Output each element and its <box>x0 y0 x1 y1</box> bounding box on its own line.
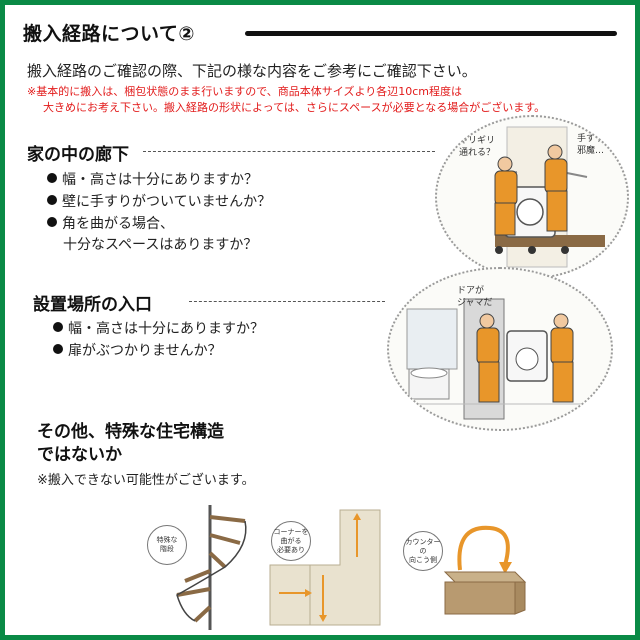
special-stairs-badge: 特殊な階段 <box>147 525 187 565</box>
hallway-item-1: 幅・高さは十分にありますか？ <box>47 169 258 189</box>
section-entrance-title: 設置場所の入口 <box>33 295 152 315</box>
hallway-illus-note-3: 手すりが <box>577 134 614 144</box>
section-other-title-line-2: ではないか <box>37 445 122 465</box>
hallway-item-3-text: 角を曲がる場合、 <box>62 216 174 232</box>
hallway-illus-note-2: 通れる？ <box>459 148 496 158</box>
hallway-illus-note-1: ギリギリ <box>459 136 496 146</box>
corner-badge: コーナーを曲がる必要あり <box>271 521 311 561</box>
hallway-illustration: ギリギリ 通れる？ 手すりが 邪魔… <box>435 115 629 279</box>
entrance-item-1-text: 幅・高さは十分にありますか？ <box>68 321 264 337</box>
corner-badge-line-2: 曲がる <box>280 536 302 545</box>
special-stairs-badge-line-2: 階段 <box>160 545 174 553</box>
section-other-note: ※搬入できない可能性がございます。 <box>37 473 255 488</box>
entrance-illustration-svg <box>389 298 611 420</box>
hallway-illustration-svg <box>494 126 605 268</box>
entrance-illus-note-1: ドアが <box>457 286 485 296</box>
bullet-dot <box>53 344 63 354</box>
special-stairs-badge-line-1: 特殊な <box>156 536 178 544</box>
intro-text: 搬入経路のご確認の際、下記の様な内容をご参考にご確認下さい。 <box>27 62 477 80</box>
page-title: 搬入経路について② <box>23 23 196 45</box>
section-other-title-line-1: その他、特殊な住宅構造 <box>37 422 224 442</box>
title-rule <box>245 31 617 36</box>
entrance-illustration: ドアが ジャマだ <box>387 267 613 431</box>
counter-badge-line-1: カウンターの <box>405 537 441 555</box>
corner-badge-line-3: 必要あり <box>277 545 305 554</box>
hallway-item-1-text: 幅・高さは十分にありますか？ <box>62 172 258 188</box>
section-hallway-divider <box>143 151 435 152</box>
bullet-dot <box>47 173 57 183</box>
counter-badge: カウンターの向こう側 <box>403 531 443 571</box>
spiral-stairs-illustration <box>176 505 247 630</box>
corner-path-illustration <box>269 509 381 626</box>
bullet-dot <box>53 322 63 332</box>
hallway-item-3-continuation: 十分なスペースはありますか？ <box>63 237 258 253</box>
counter-badge-line-2: 向こう側 <box>409 555 437 564</box>
bullet-dot <box>47 195 57 205</box>
hallway-item-2-text: 壁に手すりがついていませんか？ <box>62 194 272 210</box>
hallway-item-3: 角を曲がる場合、 <box>47 213 174 233</box>
entrance-item-2: 扉がぶつかりませんか？ <box>53 340 222 360</box>
note-line-1: ※基本的に搬入は、梱包状態のまま行いますので、商品本体サイズより各辺10cm程度… <box>27 85 462 98</box>
hallway-item-2: 壁に手すりがついていませんか？ <box>47 191 271 211</box>
entrance-item-2-text: 扉がぶつかりませんか？ <box>68 343 222 359</box>
section-hallway-title: 家の中の廊下 <box>27 145 129 165</box>
note-line-2: 大きめにお考え下さい。搬入経路の形状によっては、さらにスペースが必要となる場合が… <box>43 101 546 114</box>
entrance-illus-note-2: ジャマだ <box>457 298 493 308</box>
hallway-illus-note-4: 邪魔… <box>577 146 605 156</box>
corner-badge-line-1: コーナーを <box>273 527 309 536</box>
entrance-item-1: 幅・高さは十分にありますか？ <box>53 318 264 338</box>
bullet-dot <box>47 217 57 227</box>
section-entrance-divider <box>189 301 385 302</box>
counter-illustration <box>443 525 527 615</box>
